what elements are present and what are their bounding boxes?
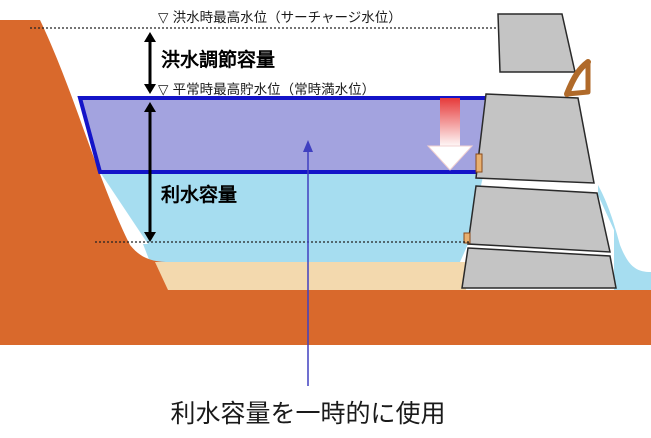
surcharge-level-label: ▽ 洪水時最高水位（サーチャージ水位） bbox=[158, 9, 402, 26]
down-arrow-icon bbox=[426, 98, 474, 171]
water-use-capacity-label: 利水容量 bbox=[161, 183, 237, 206]
upper-intake-gate bbox=[475, 153, 483, 173]
reservoir-water bbox=[100, 172, 484, 244]
downstream-water bbox=[598, 185, 651, 290]
lower-intake-gate bbox=[463, 232, 471, 244]
dam-middle-block bbox=[467, 185, 611, 253]
caption-label: 利水容量を一時的に使用 bbox=[170, 399, 445, 428]
dam-top-block bbox=[497, 13, 576, 73]
reservoir-water-lower bbox=[143, 244, 468, 262]
flood-capacity-arrow bbox=[144, 32, 156, 94]
dam-upper-block bbox=[475, 93, 595, 184]
water-use-capacity-arrow bbox=[144, 102, 156, 242]
flood-control-zone bbox=[77, 96, 494, 174]
sediment-cover bbox=[155, 262, 468, 290]
normal-level-label: ▽ 平常時最高貯水位（常時満水位） bbox=[158, 81, 375, 98]
indicator-arrow bbox=[303, 140, 313, 386]
flood-capacity-label: 洪水調節容量 bbox=[161, 48, 275, 71]
dam-lower-block bbox=[461, 247, 617, 289]
radial-gate-icon bbox=[564, 59, 591, 97]
